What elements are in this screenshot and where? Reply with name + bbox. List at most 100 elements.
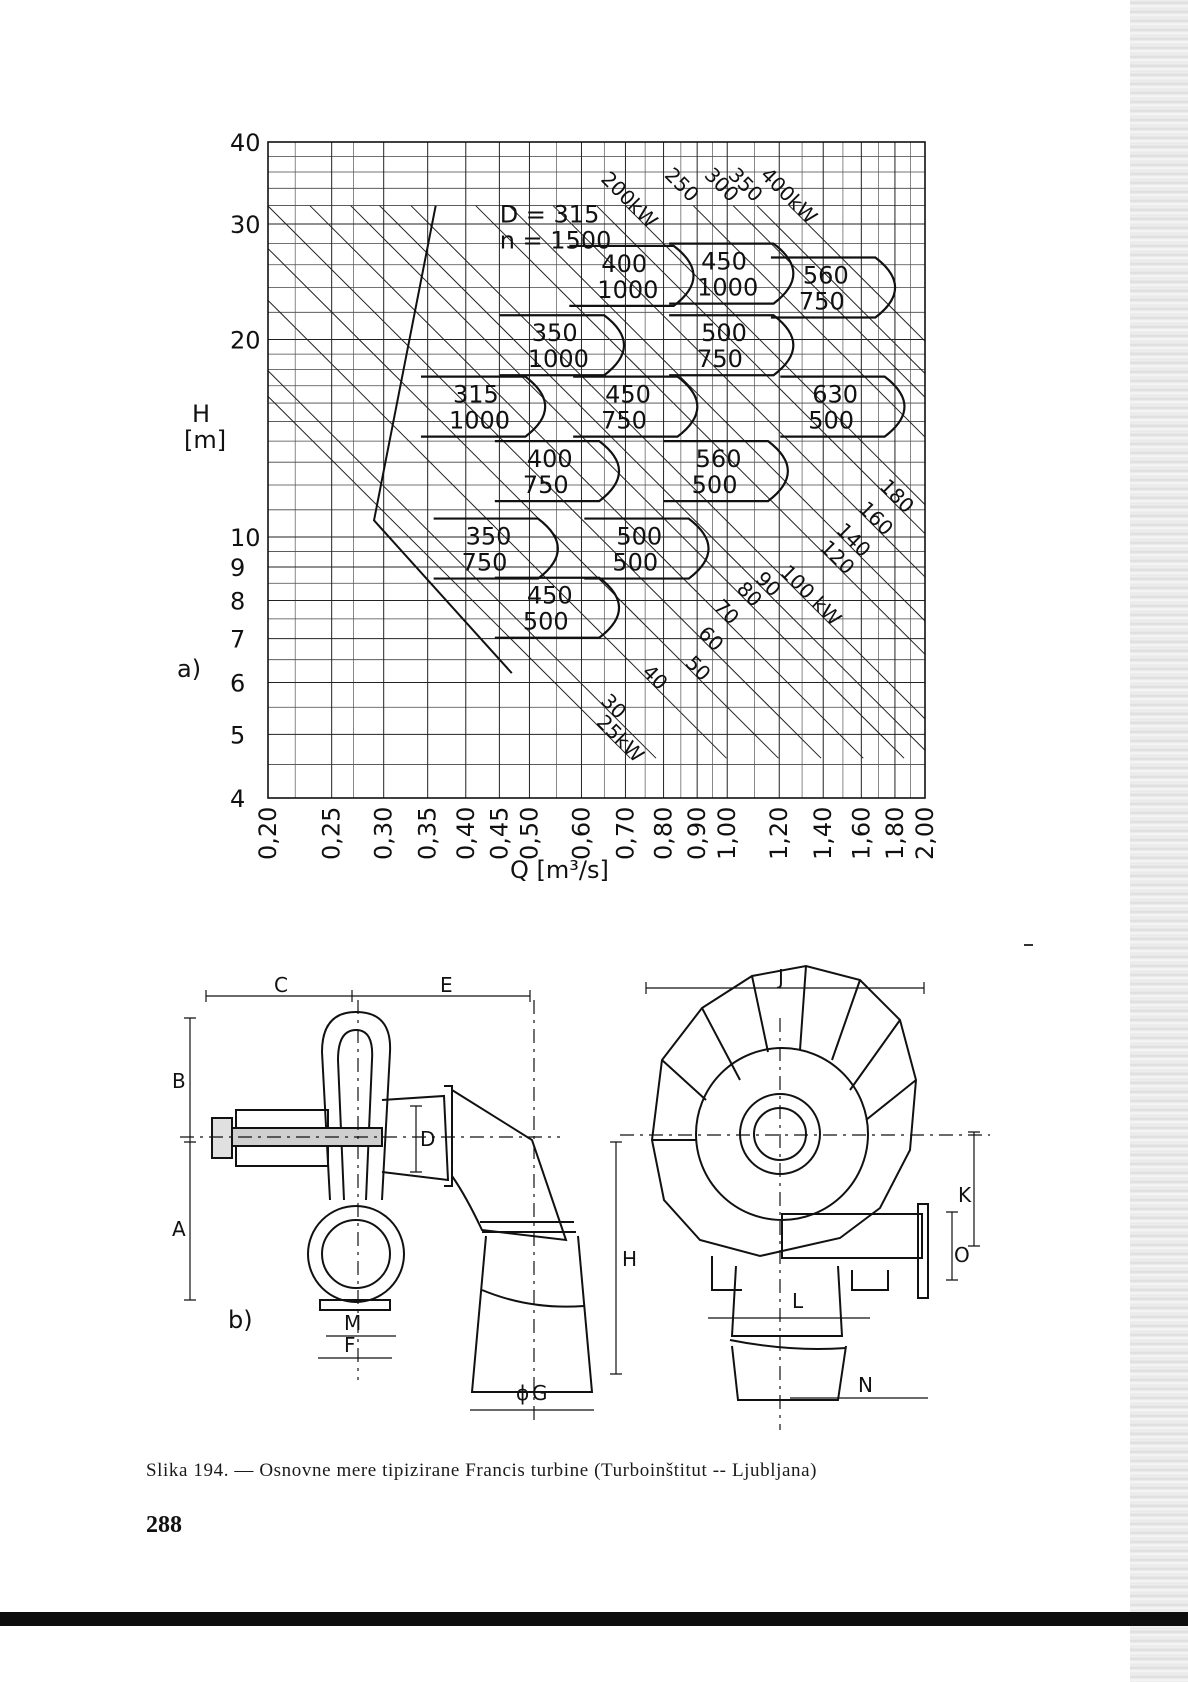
inlet-pipe bbox=[381, 1094, 450, 1182]
scanned-page-edge bbox=[1130, 0, 1188, 1682]
dim-label-f: F bbox=[344, 1333, 356, 1357]
dim-label-j: J bbox=[776, 965, 784, 989]
field-boundary bbox=[499, 314, 626, 377]
field-diameter-label: 560 bbox=[696, 445, 742, 473]
y-tick-label: 5 bbox=[230, 721, 245, 749]
power-line bbox=[788, 205, 926, 342]
plot-frame bbox=[267, 141, 926, 799]
y-tick-label: 10 bbox=[230, 524, 261, 552]
spiral-casing-side bbox=[320, 1010, 392, 1201]
dim-d bbox=[410, 1105, 422, 1173]
power-line bbox=[267, 370, 657, 759]
field-speed-label: 1000 bbox=[697, 274, 758, 302]
dim-label-b: B bbox=[172, 1069, 186, 1093]
dim-label-n: N bbox=[858, 1373, 873, 1397]
x-tick-label: 1,60 bbox=[847, 807, 875, 860]
field-diameter-label: 350 bbox=[466, 523, 512, 551]
field-boundary bbox=[494, 576, 621, 639]
x-tick-label: 0,80 bbox=[650, 807, 678, 860]
x-tick-label: 0,35 bbox=[414, 807, 442, 860]
dim-h bbox=[610, 1141, 622, 1375]
x-tick-label: 1,40 bbox=[809, 807, 837, 860]
field-speed-label: 750 bbox=[523, 471, 569, 499]
y-axis-title-line1: H bbox=[192, 400, 210, 428]
field-speed-label: 500 bbox=[692, 471, 738, 499]
dim-b-a bbox=[184, 1017, 196, 1301]
base-plate bbox=[319, 1299, 391, 1311]
dim-label-k: K bbox=[958, 1183, 972, 1207]
outlet-flange-front bbox=[917, 1203, 929, 1299]
field-speed-label: 500 bbox=[808, 407, 854, 435]
field-boundary bbox=[573, 375, 699, 438]
x-tick-label: 0,20 bbox=[254, 807, 282, 860]
x-tick-label: 0,40 bbox=[452, 807, 480, 860]
x-tick-label: 1,20 bbox=[765, 807, 793, 860]
field-boundary bbox=[433, 517, 559, 580]
power-line bbox=[625, 205, 926, 506]
field-speed-label: 500 bbox=[523, 608, 569, 636]
runner-outer-ring bbox=[695, 1047, 869, 1221]
x-axis-title: Q [m³/s] bbox=[510, 856, 609, 884]
field-boundary bbox=[584, 517, 710, 580]
power-line bbox=[267, 205, 822, 759]
y-tick-label: 30 bbox=[230, 211, 261, 239]
field-speed-label: 750 bbox=[462, 549, 508, 577]
y-tick-label: 6 bbox=[230, 669, 245, 697]
dim-o bbox=[946, 1211, 958, 1281]
power-line bbox=[756, 205, 926, 374]
field-speed-label: 750 bbox=[799, 288, 845, 316]
dim-label-o: O bbox=[954, 1243, 970, 1267]
inlet-flange bbox=[444, 1085, 453, 1187]
y-tick-label: 7 bbox=[230, 626, 245, 654]
field-diameter-label: 630 bbox=[812, 381, 858, 409]
x-tick-label: 0,50 bbox=[515, 807, 543, 860]
dim-label-h: H bbox=[622, 1247, 637, 1271]
x-tick-label: 2,00 bbox=[911, 807, 939, 860]
top-field-diameter-label: D = 315 bbox=[500, 201, 600, 229]
diameter-symbol: ϕ bbox=[516, 1381, 529, 1405]
x-tick-label: 1,00 bbox=[713, 807, 741, 860]
field-boundary bbox=[420, 375, 547, 438]
field-boundary bbox=[780, 375, 906, 438]
dim-label-c: C bbox=[274, 973, 288, 997]
stray-dash-mark bbox=[1024, 944, 1033, 946]
y-tick-label: 9 bbox=[230, 554, 245, 582]
part-b-label: b) bbox=[228, 1306, 253, 1334]
dim-label-g: G bbox=[532, 1381, 548, 1405]
scanner-bottom-border bbox=[0, 1612, 1188, 1626]
x-tick-label: 1,80 bbox=[881, 807, 909, 860]
dim-label-d: D bbox=[420, 1127, 435, 1151]
x-tick-label: 0,25 bbox=[318, 807, 346, 860]
francis-turbine-chart: 3507503151000450500400750350100040010005… bbox=[177, 129, 939, 884]
field-diameter-label: 315 bbox=[453, 381, 499, 409]
page-number: 288 bbox=[146, 1512, 182, 1538]
y-tick-label: 40 bbox=[230, 129, 261, 157]
field-diameter-label: 450 bbox=[701, 248, 747, 276]
lower-pipe-outer bbox=[307, 1205, 405, 1303]
power-line bbox=[732, 205, 926, 398]
power-line bbox=[508, 205, 926, 622]
shaft-coupling bbox=[211, 1117, 233, 1159]
dim-k bbox=[968, 1131, 980, 1247]
field-diameter-label: 400 bbox=[601, 250, 647, 278]
lower-pipe-inner bbox=[321, 1219, 391, 1289]
field-boundary bbox=[669, 242, 795, 305]
field-speed-label: 750 bbox=[601, 407, 647, 435]
draft-tube-front bbox=[730, 1265, 844, 1337]
outlet-pipe-front bbox=[781, 1213, 923, 1259]
power-line bbox=[350, 205, 905, 759]
application-fields: 3507503151000450500400750350100040010005… bbox=[420, 201, 906, 639]
power-line bbox=[379, 205, 926, 751]
part-a-label: a) bbox=[177, 655, 201, 683]
figure-caption: Slika 194. — Osnovne mere tipizirane Fra… bbox=[146, 1460, 818, 1481]
envelope-boundary bbox=[372, 205, 513, 674]
top-field-speed-label: n = 1500 bbox=[500, 227, 612, 255]
power-line bbox=[552, 205, 926, 578]
field-boundary bbox=[663, 440, 789, 503]
y-axis-title-line2: [m] bbox=[184, 426, 226, 454]
y-tick-label: 20 bbox=[230, 326, 261, 354]
field-diameter-label: 560 bbox=[803, 262, 849, 290]
field-boundary bbox=[494, 440, 621, 503]
y-tick-label: 8 bbox=[230, 588, 245, 616]
